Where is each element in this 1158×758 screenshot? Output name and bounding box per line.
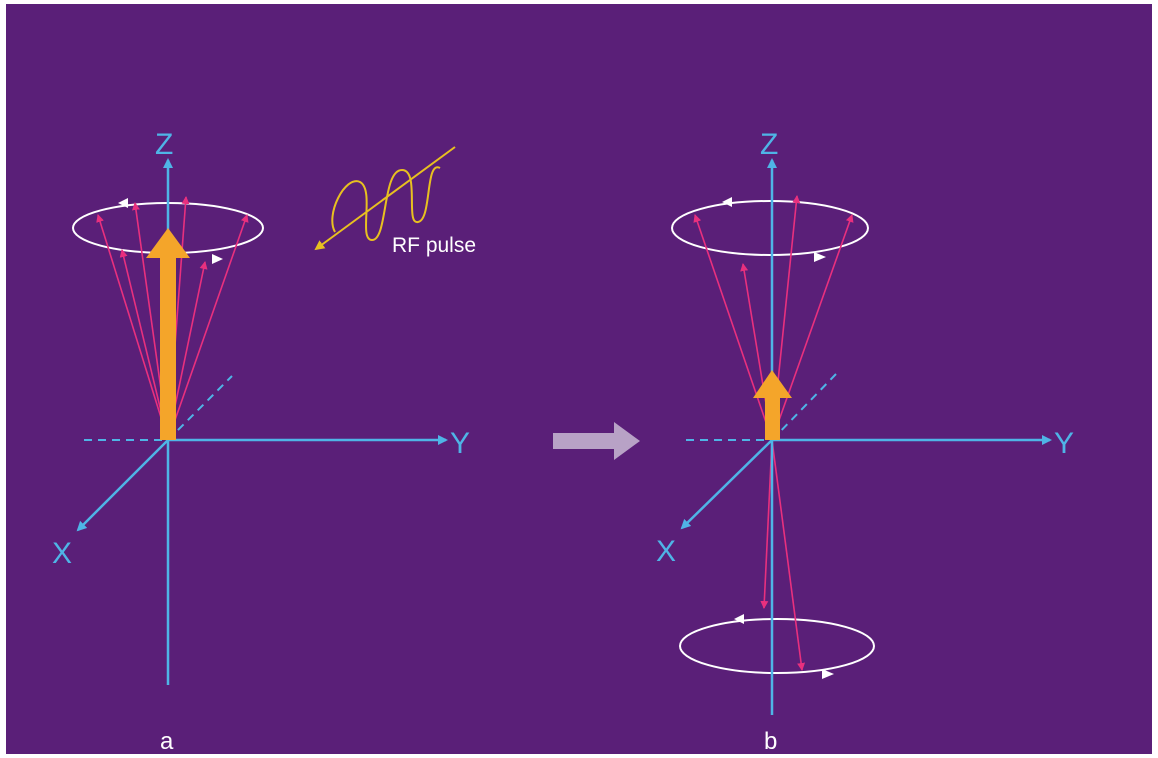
x-axis-dashed-b bbox=[771, 373, 837, 441]
spin-vector bbox=[771, 439, 806, 671]
precession-arrowhead bbox=[118, 198, 128, 208]
spin-vector bbox=[693, 214, 773, 441]
panel-b: Z Y X b bbox=[656, 128, 1074, 755]
net-magnetization-shaft-b bbox=[765, 396, 780, 440]
transition-arrow bbox=[553, 422, 640, 460]
precession-arrowhead bbox=[212, 254, 223, 264]
panel-label-a: a bbox=[160, 728, 174, 755]
rf-pulse-wave bbox=[331, 166, 441, 242]
net-magnetization-head-b bbox=[753, 370, 792, 398]
precession-arrowhead bbox=[814, 252, 826, 262]
x-axis-b bbox=[680, 439, 773, 530]
precession-arrowhead bbox=[734, 614, 744, 624]
net-magnetization-shaft-a bbox=[160, 256, 176, 440]
panel-label-b: b bbox=[764, 728, 777, 755]
rf-pulse-direction-arrow bbox=[314, 146, 456, 251]
z-axis-label-b: Z bbox=[760, 128, 778, 161]
x-axis-label-b: X bbox=[656, 535, 676, 568]
y-axis-label-a: Y bbox=[450, 427, 470, 460]
z-axis-label-a: Z bbox=[155, 128, 173, 161]
spin-vector bbox=[96, 214, 169, 441]
x-axis-dashed-a bbox=[167, 375, 233, 441]
rf-pulse-label: RF pulse bbox=[392, 234, 476, 257]
x-axis-label-a: X bbox=[52, 537, 72, 570]
net-magnetization-head-a bbox=[146, 228, 190, 258]
panel-a: Z Y X a bbox=[52, 128, 470, 755]
y-axis-label-b: Y bbox=[1054, 427, 1074, 460]
precession-arrowhead bbox=[822, 669, 834, 679]
precession-ellipse-top-b bbox=[671, 200, 869, 256]
background-panel bbox=[6, 4, 1152, 754]
spin-vector bbox=[167, 214, 249, 441]
spin-vector bbox=[760, 439, 773, 609]
precession-arrowhead bbox=[722, 197, 732, 207]
rf-pulse: RF pulse bbox=[314, 146, 476, 257]
precession-ellipse-bottom-b bbox=[679, 618, 875, 674]
spin-vectors-down-b bbox=[760, 439, 806, 671]
x-axis-a bbox=[76, 439, 169, 532]
spin-vector bbox=[771, 214, 854, 441]
